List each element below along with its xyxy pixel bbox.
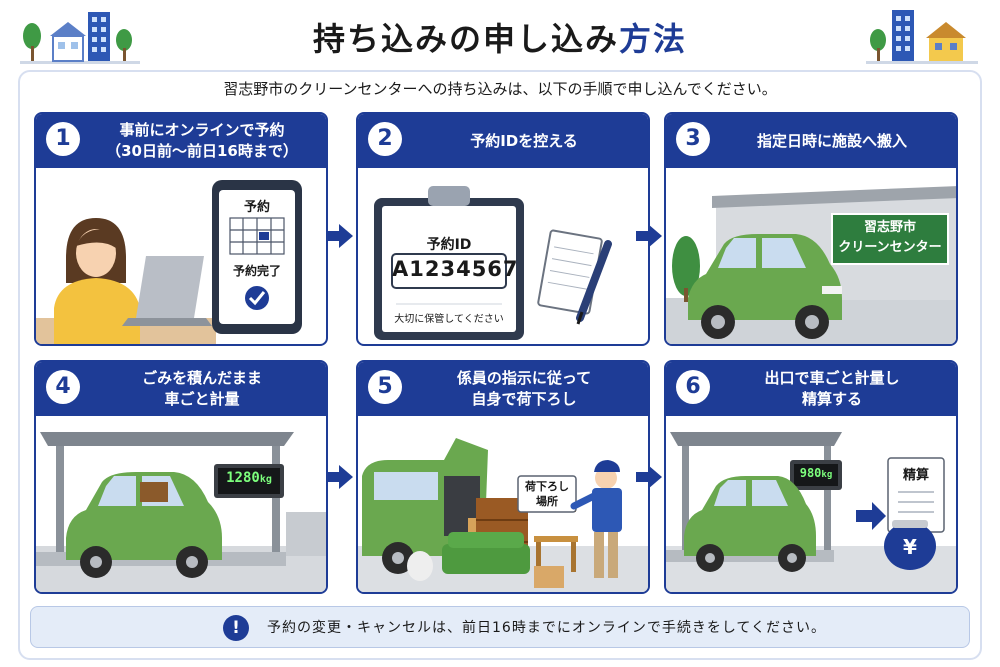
content-frame	[18, 70, 982, 660]
step-5-illustration: 荷下ろし 場所	[358, 416, 648, 592]
step-4-subtitle: 車ごと計量	[164, 390, 240, 408]
yen-icon: ¥	[903, 535, 917, 559]
step-4-number: 4	[46, 370, 80, 404]
step-4-title: ごみを積んだまま	[142, 369, 262, 387]
step-4-panel: 4 ごみを積んだまま車ごと計量 1280kg	[34, 360, 328, 594]
reservation-id-value: A1234567	[392, 257, 519, 281]
step-6-header: 6 出口で車ごと計量し精算する	[666, 362, 956, 416]
step-6-title: 出口で車ごと計量し	[764, 369, 900, 387]
step-6-panel: 6 出口で車ごと計量し精算する 980kg 精算	[664, 360, 958, 594]
arrow-right-icon	[636, 224, 662, 248]
step-3-illustration: 習志野市 クリーンセンター	[666, 168, 956, 344]
receipt-label: 精算	[902, 468, 929, 483]
scale-display-in: 1280kg	[226, 470, 272, 486]
phone-reserve-label: 予約	[243, 200, 270, 215]
step-1-panel: 1 事前にオンラインで予約 （30日前〜前日16時まで） 予約 予約完了	[34, 112, 328, 346]
step-2-title: 予約IDを控える	[470, 131, 578, 150]
step-3-header: 3 指定日時に施設へ搬入	[666, 114, 956, 168]
step-1-illustration: 予約 予約完了	[36, 168, 326, 344]
intro-text: 習志野市のクリーンセンターへの持ち込みは、以下の手順で申し込んでください。	[223, 80, 777, 98]
notice-text: 予約の変更・キャンセルは、前日16時までにオンラインで手続きをしてください。	[267, 620, 826, 636]
step-1-header: 1 事前にオンラインで予約 （30日前〜前日16時まで）	[36, 114, 326, 168]
step-6-number: 6	[676, 370, 710, 404]
facility-sign-line1: 習志野市	[863, 220, 916, 235]
unload-sign-line2: 場所	[536, 495, 558, 508]
step-4-header: 4 ごみを積んだまま車ごと計量	[36, 362, 326, 416]
page-title: 持ち込みの申し込み方法	[312, 20, 688, 58]
step-5-header: 5 係員の指示に従って自身で荷下ろし	[358, 362, 648, 416]
step-3-number: 3	[676, 122, 710, 156]
step-2-illustration: 予約ID A1234567 大切に保管してください	[358, 168, 648, 344]
step-2-number: 2	[368, 122, 402, 156]
step-2-header: 2 予約IDを控える	[358, 114, 648, 168]
step-5-title: 係員の指示に従って	[456, 369, 592, 387]
unload-sign-line1: 荷下ろし	[525, 480, 569, 493]
step-3-title: 指定日時に施設へ搬入	[756, 131, 907, 150]
town-illustration-right	[866, 10, 978, 64]
facility-sign-line2: クリーンセンター	[838, 240, 942, 255]
step-1-title: 事前にオンラインで予約	[119, 121, 285, 139]
step-2-panel: 2 予約IDを控える 予約ID A1234567 大切に保管してください	[356, 112, 650, 346]
phone-done-label: 予約完了	[232, 264, 281, 278]
header: 持ち込みの申し込み方法	[0, 0, 1000, 70]
reservation-id-note: 大切に保管してください	[394, 314, 504, 325]
arrow-right-icon	[636, 465, 662, 489]
step-1-number: 1	[46, 122, 80, 156]
step-6-subtitle: 精算する	[801, 390, 862, 408]
step-5-panel: 5 係員の指示に従って自身で荷下ろし	[356, 360, 650, 594]
arrow-right-icon	[327, 465, 353, 489]
step-5-number: 5	[368, 370, 402, 404]
unload-area-sign: 荷下ろし 場所	[518, 479, 576, 509]
exclamation-icon: !	[223, 615, 249, 641]
step-1-subtitle: （30日前〜前日16時まで）	[106, 142, 298, 160]
town-illustration-left	[20, 12, 140, 64]
facility-sign: 習志野市 クリーンセンター	[832, 218, 948, 258]
step-5-subtitle: 自身で荷下ろし	[471, 390, 577, 408]
arrow-right-icon	[327, 224, 353, 248]
step-4-illustration: 1280kg	[36, 416, 326, 592]
step-6-illustration: 980kg 精算 ¥	[666, 416, 956, 592]
scale-display-out: 980kg	[799, 466, 833, 480]
reservation-id-label: 予約ID	[426, 237, 472, 253]
notice-banner: ! 予約の変更・キャンセルは、前日16時までにオンラインで手続きをしてください。	[30, 606, 970, 648]
step-3-panel: 3 指定日時に施設へ搬入 習志野市 クリーンセンター	[664, 112, 958, 346]
